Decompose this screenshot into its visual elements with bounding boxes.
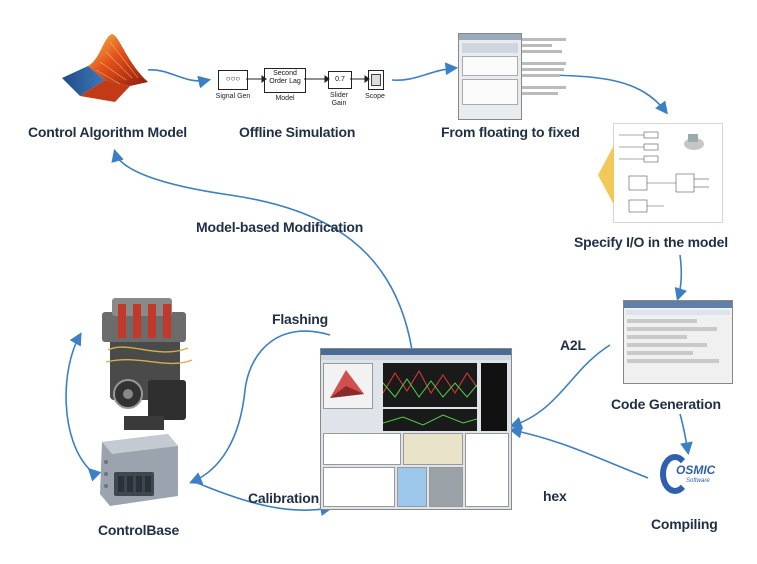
arrow-io-to-codegen xyxy=(674,254,687,302)
model-based-modification-label: Model-based Modification xyxy=(196,219,364,235)
arrow-model-to-sim xyxy=(147,69,212,89)
slider-gain-label: Slider Gain xyxy=(330,92,348,107)
second-order-lag-block: Second Order Lag xyxy=(264,68,306,93)
arrow-calibration xyxy=(194,481,334,516)
controlbase-label: ControlBase xyxy=(98,522,180,538)
signal-gen-icon: ○○○ xyxy=(225,74,241,83)
hex-label: hex xyxy=(543,488,567,504)
flashing-label: Flashing xyxy=(272,311,328,327)
specify-io-label: Specify I/O in the model xyxy=(574,234,728,250)
engine-image xyxy=(102,298,193,430)
calibration-label: Calibration xyxy=(248,490,319,506)
io-model-thumbnail xyxy=(613,123,723,223)
matlab-logo-icon xyxy=(62,34,148,102)
a2l-label: A2L xyxy=(560,337,586,353)
second-order-lag-text: Second Order Lag xyxy=(269,70,301,85)
signal-gen-label: Signal Gen xyxy=(215,93,251,100)
scope-icon xyxy=(371,74,381,86)
arrow-engine-controlbase xyxy=(65,332,102,482)
model-label: Model xyxy=(275,95,295,102)
from-floating-to-fixed-label: From floating to fixed xyxy=(441,124,580,140)
io-thumbnail-arrow-icon xyxy=(598,145,614,205)
arrow-sim-to-fixed xyxy=(391,62,459,81)
code-generation-dialog-thumbnail xyxy=(623,300,733,384)
fixed-point-dialog-thumbnail xyxy=(458,33,522,120)
cosmic-logo-text: OSMIC xyxy=(676,463,716,477)
scope-label: Scope xyxy=(365,93,385,100)
cosmic-logo-c-icon xyxy=(660,454,690,494)
arrow-codegen-to-compiling xyxy=(679,413,693,456)
cosmic-logo: OSMIC Software xyxy=(660,454,722,506)
signal-gen-block: ○○○ xyxy=(218,70,248,90)
code-generation-label: Code Generation xyxy=(611,396,721,412)
calibration-tool-screenshot xyxy=(320,348,512,510)
offline-simulation-label: Offline Simulation xyxy=(239,124,356,140)
ecu-controlbase-image xyxy=(100,434,178,506)
gain-value: 0.7 xyxy=(335,76,345,83)
arrow-a2l xyxy=(508,344,611,430)
fixed-point-notes xyxy=(522,35,570,115)
control-algorithm-model-label: Control Algorithm Model xyxy=(28,124,187,140)
arrow-model-based-mod xyxy=(111,148,413,351)
cosmic-logo-sub: Software xyxy=(686,478,710,484)
compiling-label: Compiling xyxy=(651,516,718,532)
arrow-hex xyxy=(508,425,649,479)
arrow-flashing xyxy=(189,330,331,485)
